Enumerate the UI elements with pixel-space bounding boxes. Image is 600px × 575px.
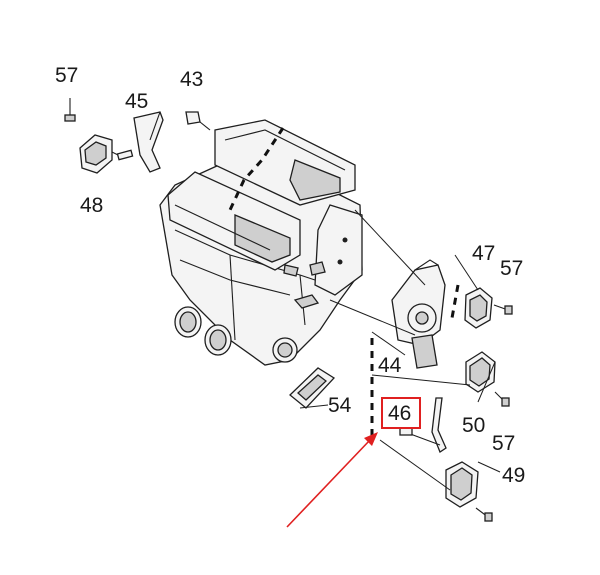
callout-46: 46: [388, 402, 411, 425]
callout-45: 45: [125, 90, 148, 113]
part-43-clip: [185, 111, 211, 131]
part-45-link-arm: [116, 111, 164, 173]
callout-57-top-left: 57: [55, 64, 78, 87]
callout-48: 48: [80, 194, 103, 217]
callout-49: 49: [502, 464, 525, 487]
highlight-box: [381, 397, 421, 429]
part-54-gasket: [289, 367, 336, 409]
assembly-dash-line: [450, 284, 460, 319]
callout-43: 43: [180, 68, 203, 91]
assembly-dash-line: [228, 127, 285, 211]
part-47-actuator: [464, 287, 513, 329]
leader-lines: [299, 209, 501, 491]
callout-57-right: 57: [500, 257, 523, 280]
part-44-mechanism: [391, 259, 446, 369]
screw-icon: [64, 98, 76, 122]
callout-47: 47: [472, 242, 495, 265]
callout-54: 54: [328, 394, 352, 417]
part-48-actuator: [79, 134, 119, 174]
heater-housing: [159, 119, 363, 366]
callout-50: 50: [462, 414, 485, 437]
part-49-actuator: [445, 461, 493, 522]
callout-57-lower-right: 57: [492, 432, 515, 455]
highlight-arrow: [286, 432, 378, 528]
part-50-actuator: [465, 351, 510, 407]
callout-44: 44: [378, 354, 402, 377]
